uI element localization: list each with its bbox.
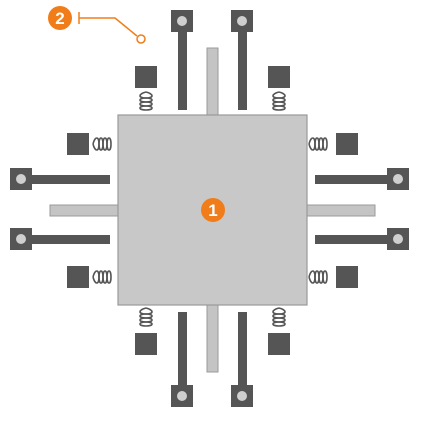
drive-electrodes <box>10 10 409 407</box>
anchor-left-top <box>67 133 89 155</box>
pad-icon <box>393 174 403 184</box>
pad-icon <box>237 16 247 26</box>
leader-end-icon <box>136 34 146 44</box>
callout-label: 2 <box>55 9 64 28</box>
callout-label: 1 <box>208 201 217 220</box>
pad-icon <box>16 234 26 244</box>
pad-icon <box>177 16 187 26</box>
spring-left-top <box>92 137 112 151</box>
drive-electrode-bottom-left <box>171 312 193 407</box>
spring-bottom-right <box>272 307 286 327</box>
drive-electrode-top-right <box>231 10 253 110</box>
anchor-bottom-right <box>268 333 290 355</box>
pad-icon <box>177 391 187 401</box>
electrode-right <box>306 204 376 217</box>
anchor-right-top <box>336 133 358 155</box>
anchor-top-left <box>135 66 157 88</box>
drive-electrode-right-bottom <box>315 228 409 250</box>
drive-electrode-right-top <box>315 168 409 190</box>
spring-right-bottom <box>308 270 328 284</box>
anchor-top-right <box>268 66 290 88</box>
pad-icon <box>393 234 403 244</box>
electrode-left <box>49 204 119 217</box>
pad-icon <box>237 391 247 401</box>
anchor-left-bottom <box>67 266 89 288</box>
callout-1: 1 <box>201 198 225 222</box>
electrode-bottom <box>206 304 219 373</box>
spring-left-bottom <box>92 270 112 284</box>
spring-top-left <box>139 91 153 111</box>
electrode-top <box>206 47 219 116</box>
drive-electrode-top-left <box>171 10 193 110</box>
pad-icon <box>16 174 26 184</box>
spring-bottom-left <box>139 307 153 327</box>
callout-badge <box>201 198 225 222</box>
anchors-and-springs <box>67 66 358 355</box>
spring-top-right <box>272 91 286 111</box>
drive-electrode-left-bottom <box>10 228 110 250</box>
drive-electrode-bottom-right <box>231 312 253 407</box>
spring-right-top <box>308 137 328 151</box>
leader-line <box>79 17 138 37</box>
anchor-bottom-left <box>135 333 157 355</box>
drive-electrode-left-top <box>10 168 110 190</box>
callout-badge <box>48 6 72 30</box>
anchor-right-bottom <box>336 266 358 288</box>
callout-2: 2 <box>48 6 146 44</box>
